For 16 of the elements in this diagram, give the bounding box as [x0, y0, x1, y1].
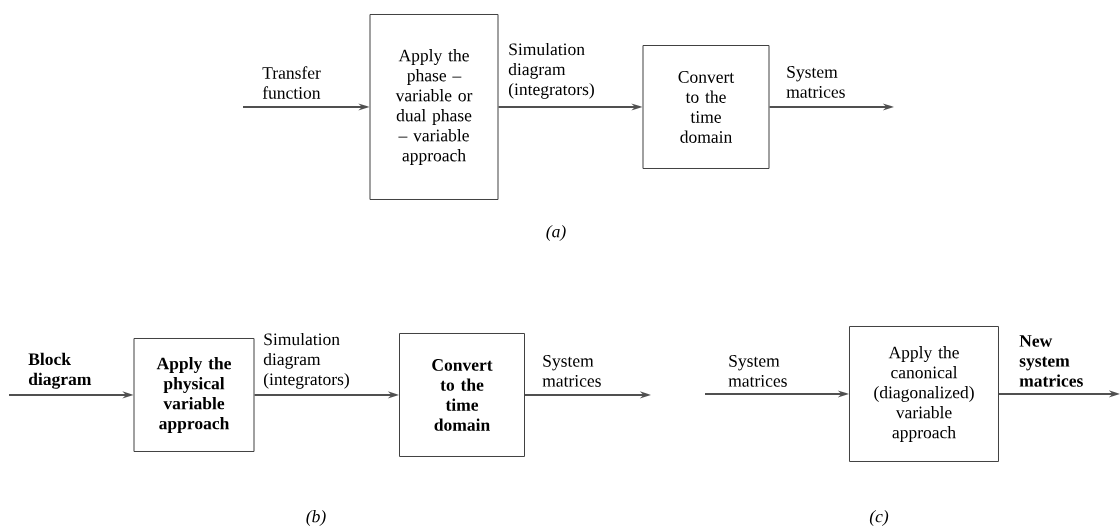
edge-label: New system matrices	[1019, 335, 1083, 387]
edge-label: Transfer function	[262, 66, 321, 99]
edge-label: Simulation diagram (integrators)	[263, 332, 349, 389]
process-box: Apply the phase – variable or dual phase – variable approach	[369, 14, 499, 200]
process-box: Apply the physical variable approach	[133, 338, 255, 452]
panel-label: (c)	[869, 510, 889, 526]
edge-label: System matrices	[728, 355, 787, 387]
process-box: Apply the canonical (diagonalized) variable approach	[849, 326, 999, 462]
process-box: Convert to the time domain	[399, 333, 525, 457]
edge-label: System matrices	[542, 355, 601, 387]
edge-label: System matrices	[786, 66, 845, 98]
edge-label: Block diagram	[28, 352, 92, 389]
panel-label: (a)	[546, 225, 566, 241]
edge-label: Simulation diagram (integrators)	[508, 42, 594, 99]
panel-label: (b)	[306, 510, 326, 526]
process-box: Convert to the time domain	[642, 45, 770, 169]
